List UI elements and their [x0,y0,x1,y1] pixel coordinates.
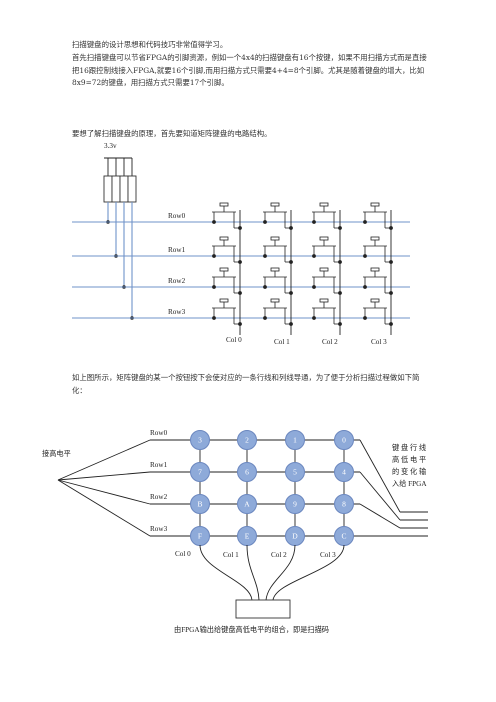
key-label: C [341,532,346,541]
key-label: 3 [198,436,202,445]
key-label: 7 [198,468,202,477]
paragraph-structure: 要想了解扫描键盘的原理，首先要知道矩阵键盘的电路结构。 [72,129,272,138]
key-label: 6 [245,468,249,477]
key-grid: 3 2 1 0 7 6 5 4B A 9 8F E D C [190,430,354,546]
matrix-circuit: 3.3v Row0 Row1 Row2 Row3 Col 0 [72,142,410,346]
key-cell: C [334,526,354,546]
key-label: E [245,532,250,541]
key-label: 4 [342,468,346,477]
key-switch [212,298,242,326]
key-cell: 2 [237,430,257,450]
col-label: Col 1 [223,551,239,559]
key-label: 8 [342,500,346,509]
key-cell: 3 [190,430,210,450]
key-switch [263,267,293,295]
row-label: Row2 [150,493,168,501]
key-label: 2 [245,436,249,445]
key-cell: B [190,494,210,514]
row-output-note: 的 变 化 输 [392,467,426,476]
key-cell: D [285,526,305,546]
key-cell: A [237,494,257,514]
key-label: F [198,532,202,541]
voltage-label: 3.3v [104,142,117,150]
key-switch [263,298,293,326]
simplified-keyboard: 接高电平 Row0 Row1 Row2 Row3 Col 0 Col 1 Col… [42,429,428,634]
row-output-note: 键 盘 行 线 [392,443,426,452]
intro-line: 扫描键盘的设计思想和代码技巧非常值得学习。 [72,40,228,49]
col-label: Col 1 [274,338,290,346]
paragraph-pins: 首先扫描键盘可以节省FPGA的引脚资源，例如一个4x4的扫描键盘有16个按键，如… [72,53,427,87]
key-switch [263,236,293,264]
col-label: Col 0 [175,550,191,558]
key-switch [363,267,393,295]
row-output-note: 高 低 电 平 [392,455,426,464]
key-switch [312,267,342,295]
key-switch [312,202,342,230]
key-switch [212,236,242,264]
key-label: D [292,532,298,541]
col-label: Col 3 [320,551,336,559]
key-cell: 8 [334,494,354,514]
key-switch [312,298,342,326]
key-cell: 7 [190,462,210,482]
key-cell: 6 [237,462,257,482]
resistor [103,175,113,203]
resistor [119,175,129,203]
col-label: Col 2 [271,551,287,559]
row-label: Row3 [168,308,186,316]
key-label: 9 [293,500,297,509]
row-label: Row0 [168,212,186,220]
key-switch [263,202,293,230]
switch-grid [212,202,393,326]
key-label: B [197,500,202,509]
key-cell: 5 [285,462,305,482]
scan-code-caption: 由FPGA输出给键盘高低电平的组合，即是扫描码 [174,625,329,634]
fpga-bus-block [235,599,291,619]
col-label: Col 3 [371,338,387,346]
key-cell: 1 [285,430,305,450]
key-cell: 4 [334,462,354,482]
key-label: A [244,500,250,509]
key-cell: F [190,526,210,546]
resistor [127,175,137,203]
row-label: Row1 [150,461,168,469]
key-cell: E [237,526,257,546]
key-cell: 0 [334,430,354,450]
paragraph-explain: 如上图所示，矩阵键盘的某一个按钮按下会使对应的一条行线和列线导通，为了便于分析扫… [72,373,420,395]
key-label: 5 [293,468,297,477]
key-label: 1 [293,436,297,445]
row-label: Row3 [150,525,168,533]
row-label: Row0 [150,429,168,437]
key-switch [312,236,342,264]
high-level-label: 接高电平 [42,449,71,458]
col-label: Col 0 [226,336,242,344]
key-switch [363,202,393,230]
key-switch [212,202,242,230]
resistor [111,175,121,203]
row-label: Row1 [168,246,186,254]
key-switch [212,267,242,295]
col-label: Col 2 [322,338,338,346]
row-output-note: 入给 FPGA [392,479,427,488]
key-switch [363,236,393,264]
key-cell: 9 [285,494,305,514]
row-label: Row2 [168,277,186,285]
key-label: 0 [342,436,346,445]
key-switch [363,298,393,326]
